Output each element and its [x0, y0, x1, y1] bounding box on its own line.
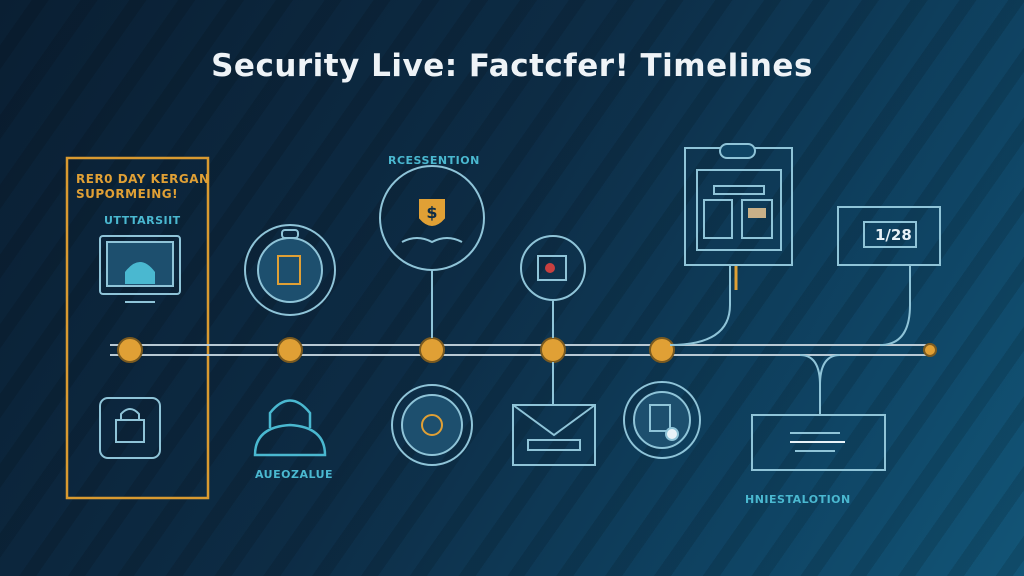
- left-panel-heading-line1: RER0 DAY KERGAN: [76, 172, 210, 186]
- left-panel-heading-line2: SUPORMEING!: [76, 187, 179, 201]
- network-gear-icon: [391, 384, 473, 466]
- timeline-nodes: [117, 337, 937, 363]
- left-panel-sublabel: UTTTARSIIT: [104, 214, 181, 227]
- timeline-node: [419, 337, 445, 363]
- label-bottom-right: HNIESTALOTION: [745, 493, 851, 506]
- document-clock-icon: [623, 381, 701, 459]
- left-panel-frame: [65, 156, 210, 500]
- timeline-node: [277, 337, 303, 363]
- user-badge-icon: [520, 235, 586, 301]
- label-top-center: RCESSENTION: [388, 154, 480, 167]
- display-value: 1/28: [875, 226, 912, 244]
- lock-icon: [253, 399, 327, 457]
- dollar-shield-icon: $: [379, 165, 485, 271]
- timeline-line: [110, 344, 930, 356]
- document-box-icon: [751, 414, 886, 471]
- label-bottom-left: AUEOZALUE: [255, 468, 334, 481]
- page-title: Security Live: Factcfer! Timelines: [211, 48, 813, 84]
- timeline-node: [649, 337, 675, 363]
- timeline-node: [117, 337, 143, 363]
- dashboard-panel-icon: [684, 143, 793, 266]
- lock-box-icon: [99, 397, 161, 459]
- envelope-icon: [512, 404, 596, 466]
- display-panel: [837, 206, 941, 266]
- timeline-node: [540, 337, 566, 363]
- svg-text:$: $: [426, 203, 437, 222]
- monitor-icon: [99, 235, 181, 303]
- document-check-icon: [244, 224, 336, 316]
- timeline-node: [923, 343, 937, 357]
